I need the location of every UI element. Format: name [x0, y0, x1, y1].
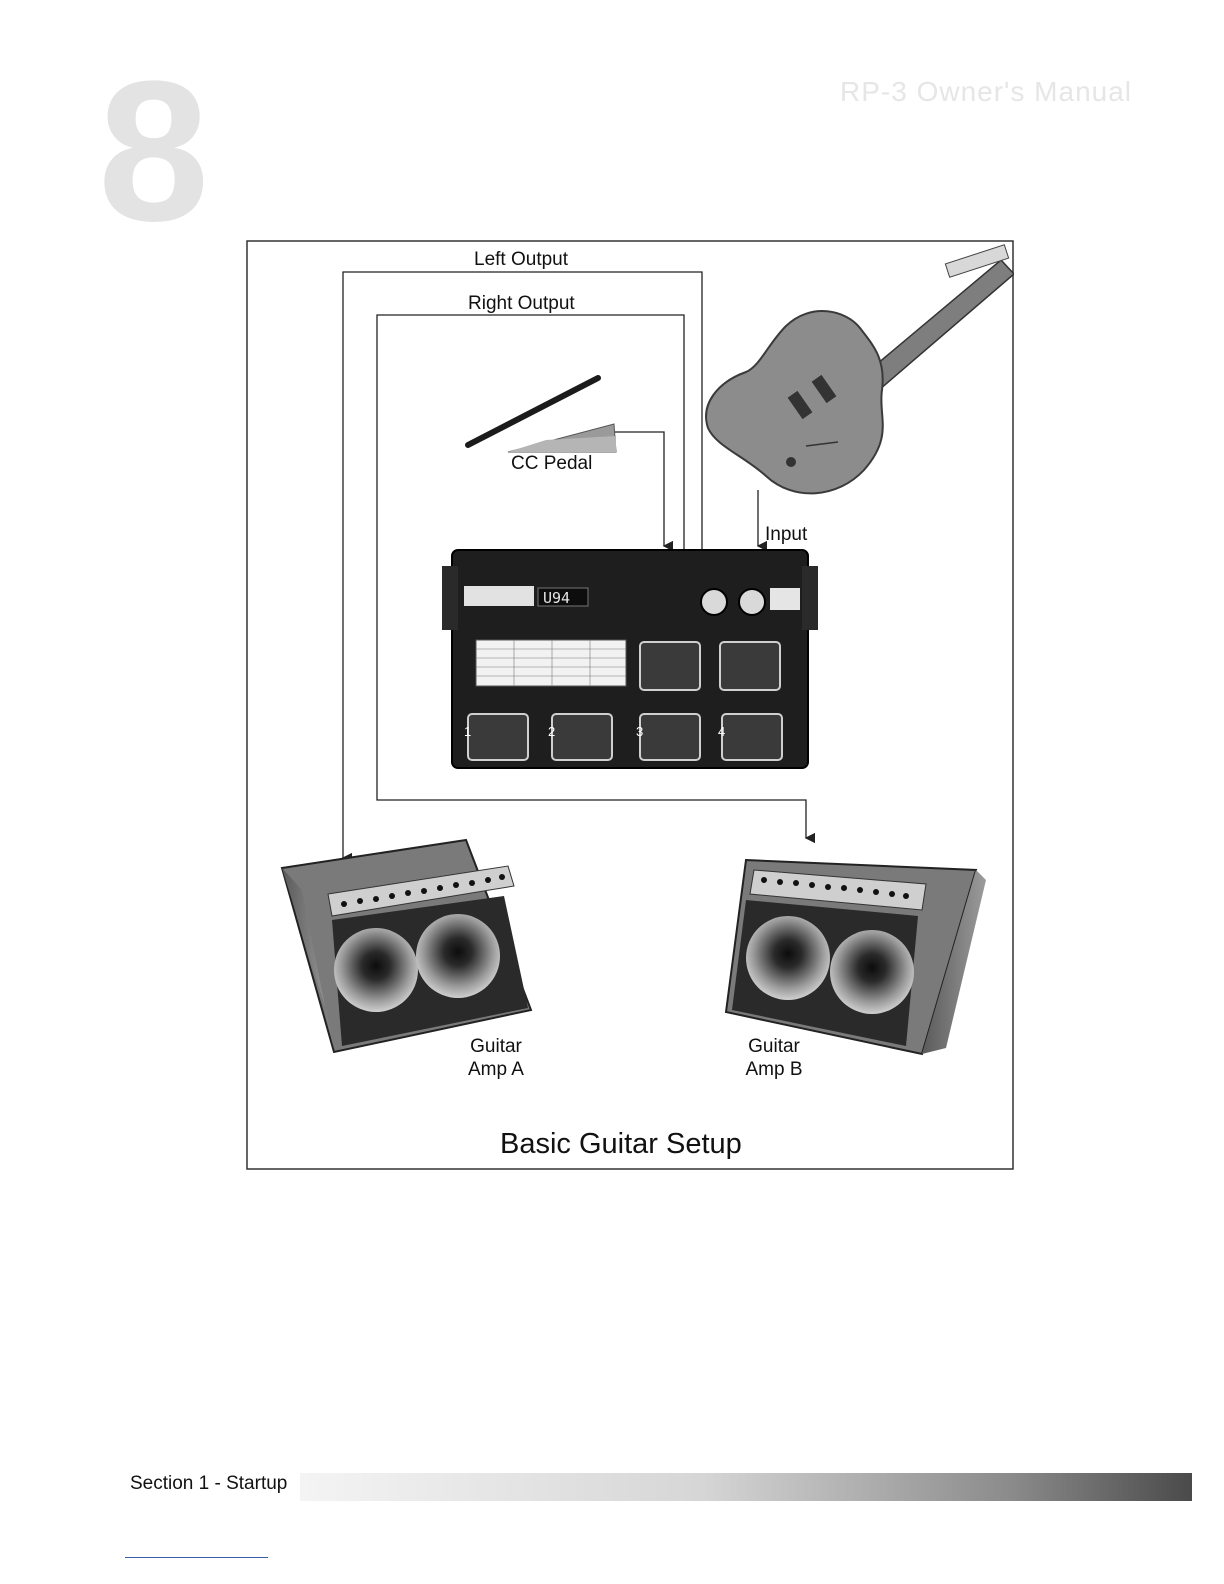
- diagram-drawing: U94 1 2 3 4: [246, 240, 1014, 1170]
- rp3-processor: U94 1 2 3 4: [442, 550, 818, 768]
- cc-pedal-icon: [468, 378, 616, 452]
- cable-cc-pedal: [614, 432, 664, 546]
- label-right-output: Right Output: [468, 293, 575, 316]
- label-amp-a-line1: Guitar: [468, 1036, 524, 1059]
- guitar-icon: [706, 245, 1014, 494]
- label-amp-b-line2: Amp B: [744, 1059, 804, 1082]
- guitar-amp-a: [282, 840, 531, 1052]
- footswitch-4-label: 4: [718, 724, 725, 739]
- label-amp-a-line2: Amp A: [468, 1059, 524, 1082]
- footer-section-label: Section 1 - Startup: [130, 1473, 287, 1495]
- label-left-output: Left Output: [474, 249, 568, 272]
- footer-rule: [125, 1557, 268, 1558]
- footer-gradient-bar: [300, 1473, 1192, 1501]
- footswitch-1-label: 1: [464, 724, 471, 739]
- diagram-caption: Basic Guitar Setup: [500, 1128, 742, 1161]
- manual-title: RP-3 Owner's Manual: [840, 76, 1132, 108]
- label-input: Input: [765, 524, 807, 547]
- device-display: U94: [543, 589, 570, 607]
- label-cc-pedal: CC Pedal: [511, 453, 592, 476]
- label-amp-a: Guitar Amp A: [468, 1036, 524, 1082]
- guitar-amp-b: [726, 860, 986, 1054]
- label-amp-b-line1: Guitar: [744, 1036, 804, 1059]
- footswitch-2-label: 2: [548, 724, 555, 739]
- footswitch-3-label: 3: [636, 724, 643, 739]
- label-amp-b: Guitar Amp B: [744, 1036, 804, 1082]
- setup-diagram: U94 1 2 3 4: [246, 240, 1014, 1170]
- page-number: 8: [98, 52, 205, 252]
